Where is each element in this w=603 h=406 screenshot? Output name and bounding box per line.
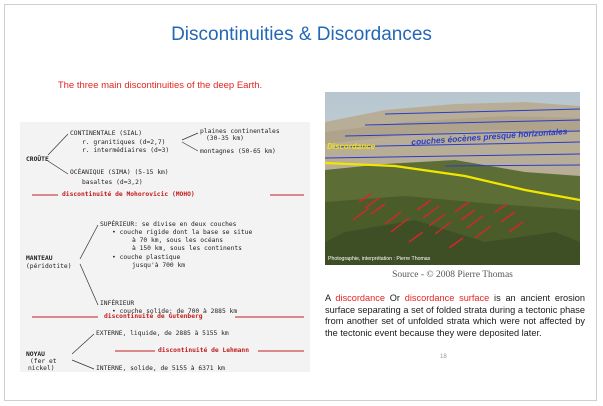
lehmann-label: discontinuité de Lehmann — [158, 347, 249, 354]
continentale-label: CONTINENTALE (SIAL) — [70, 130, 143, 137]
externe-label: EXTERNE, liquide, de 2885 à 5155 km — [96, 330, 229, 337]
noyau-label: NOYAU — [26, 351, 45, 358]
definition-text-1: A — [325, 293, 336, 303]
diagram-subtitle: The three main discontinuities of the de… — [57, 80, 263, 91]
discordance-definition: A discordance Or discordance surface is … — [325, 293, 585, 339]
discordance-photo: Discordance couches éocènes presque hori… — [325, 92, 580, 265]
diagram-lines — [32, 132, 304, 370]
croute-label: CROÛTE — [26, 156, 49, 163]
superieur-label: SUPÉRIEUR: se divise en deux couches — [100, 221, 237, 228]
solide-label: • couche solide: de 700 à 2885 km — [112, 308, 238, 315]
definition-text-2: Or — [384, 293, 405, 303]
rigide-70-label: à 70 km, sous les océans — [132, 237, 223, 244]
rigide-150-label: à 150 km, sous les continents — [132, 245, 242, 252]
photo-illustration — [325, 92, 580, 265]
moho-label: discontinuité de Mohorovicic (MOHO) — [62, 191, 195, 198]
earth-structure-diagram: CROÛTE CONTINENTALE (SIAL) r. granitique… — [20, 122, 310, 372]
plaines-depth-label: (30-35 km) — [206, 135, 244, 142]
interne-label: INTERNE, solide, de 5155 à 6371 km — [96, 365, 225, 372]
definition-text-3: is an ancient erosion surface separating… — [325, 293, 586, 338]
plastique-700-label: jusqu'à 700 km — [132, 262, 186, 269]
page-number: 18 — [440, 354, 447, 360]
intermediaires-label: r. intermédiaires (d=3) — [82, 147, 170, 154]
gutenberg-label: discontinuité de Gutenberg — [104, 313, 203, 320]
inferieur-label: INFÉRIEUR — [100, 300, 135, 307]
photo-credit: Photographie, interprétation : Pierre Th… — [328, 256, 431, 262]
photo-caption: Source - © 2008 Pierre Thomas — [392, 270, 513, 280]
manteau-label: MANTEAU — [26, 255, 53, 262]
basaltes-label: basaltes (d=3,2) — [82, 179, 143, 186]
plastique-label: • couche plastique — [112, 254, 181, 261]
noyau-fer-label: (fer et — [30, 358, 57, 365]
rigide-label: • couche rigide dont la base se situe — [112, 229, 253, 236]
granitiques-label: r. granitiques (d=2,7) — [82, 139, 166, 146]
slide-title: Discontinuities & Discordances — [171, 24, 432, 45]
montagnes-label: montagnes (50-65 km) — [200, 148, 276, 155]
discordance-photo-label: Discordance — [327, 142, 376, 151]
noyau-nickel-label: nickel) — [28, 365, 55, 372]
peridotite-label: (péridotite) — [26, 263, 72, 270]
oceanique-label: OCÉANIQUE (SIMA) (5-15 km) — [70, 169, 169, 176]
definition-term-discordance: discordance — [335, 293, 385, 303]
plaines-label: plaines continentales — [200, 128, 280, 135]
definition-term-discordance-surface: discordance surface — [404, 293, 490, 303]
